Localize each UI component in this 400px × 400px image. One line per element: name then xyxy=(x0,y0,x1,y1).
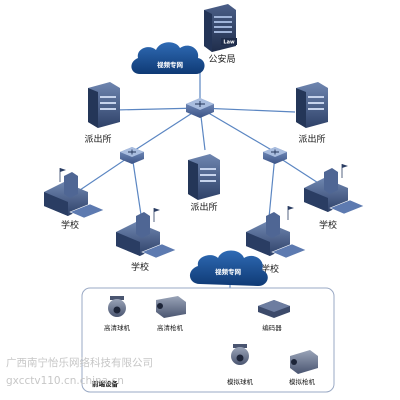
law-badge-text: Law xyxy=(223,40,235,46)
hd-dome-camera: 高清球机 xyxy=(104,296,131,332)
bullet-camera-icon xyxy=(156,296,186,318)
link-switch-left-to-school-1 xyxy=(79,154,133,191)
hd-dome-label: 高清球机 xyxy=(104,323,131,332)
watermark: 广西南宁怡乐网络科技有限公司 gxcctv110.cn.china.cn xyxy=(6,356,153,387)
hd-bullet-camera: 高清枪机 xyxy=(156,296,186,332)
police-station-right: 派出所 xyxy=(296,82,328,145)
school-left-1: 学校 xyxy=(44,168,105,231)
analog-bullet-camera: 模拟枪机 xyxy=(289,350,318,386)
link-core-to-station-left xyxy=(114,107,201,111)
bureau-label: 公安局 xyxy=(208,53,235,65)
cloud-label-bottom: 视频专网 xyxy=(215,267,242,276)
police-station-left: 派出所 xyxy=(84,82,120,145)
school-right-2-label: 学校 xyxy=(319,219,337,231)
watermark-line-2: gxcctv110.cn.china.cn xyxy=(6,375,124,387)
station-right-label: 派出所 xyxy=(298,133,325,145)
link-core-to-switch-right xyxy=(199,107,276,153)
flag-icon xyxy=(154,208,160,212)
link-core-to-switch-left xyxy=(131,107,201,153)
law-badge xyxy=(221,38,237,45)
hd-bullet-label: 高清枪机 xyxy=(157,323,184,332)
sports-field xyxy=(69,203,105,219)
school-left-1-label: 学校 xyxy=(61,219,79,231)
bullet-camera-icon xyxy=(290,350,318,374)
flag-icon xyxy=(342,164,348,168)
encoder-label: 编码器 xyxy=(262,323,282,332)
school-right-1-label: 学校 xyxy=(261,263,279,275)
video-network-cloud-bottom: 视频专网 xyxy=(189,250,268,286)
analog-bullet-label: 模拟枪机 xyxy=(289,377,316,386)
school-right-1: 学校 xyxy=(246,206,307,275)
cloud-shape xyxy=(189,250,268,286)
school-left-2: 学校 xyxy=(116,208,177,273)
switch-right xyxy=(263,147,287,164)
public-security-bureau: Law 公安局 xyxy=(204,4,237,65)
cloud-label-top: 视频专网 xyxy=(157,60,184,69)
school-right-2: 学校 xyxy=(304,164,365,231)
watermark-line-1: 广西南宁怡乐网络科技有限公司 xyxy=(6,356,153,369)
station-left-label: 派出所 xyxy=(84,133,111,145)
cloud-shape xyxy=(131,42,205,74)
station-center-label: 派出所 xyxy=(190,201,217,213)
front-end-panel: 前端设备 高清球机 高清枪机 编码器 模拟球机 xyxy=(81,287,335,393)
sports-field xyxy=(329,199,365,215)
link-core-to-station-right xyxy=(199,107,296,113)
video-network-cloud-top: 视频专网 xyxy=(131,42,205,74)
school-left-2-label: 学校 xyxy=(131,261,149,273)
switch-left xyxy=(120,147,144,164)
flag-icon xyxy=(60,168,66,172)
analog-dome-label: 模拟球机 xyxy=(227,377,254,386)
sports-field xyxy=(141,243,177,259)
encoder: 编码器 xyxy=(258,300,290,332)
analog-dome-camera: 模拟球机 xyxy=(227,344,254,386)
flag-icon xyxy=(288,206,294,210)
police-station-center: 派出所 xyxy=(188,154,220,213)
core-switch xyxy=(186,98,214,118)
sports-field xyxy=(271,243,307,259)
panel-title: 前端设备 xyxy=(92,379,119,388)
